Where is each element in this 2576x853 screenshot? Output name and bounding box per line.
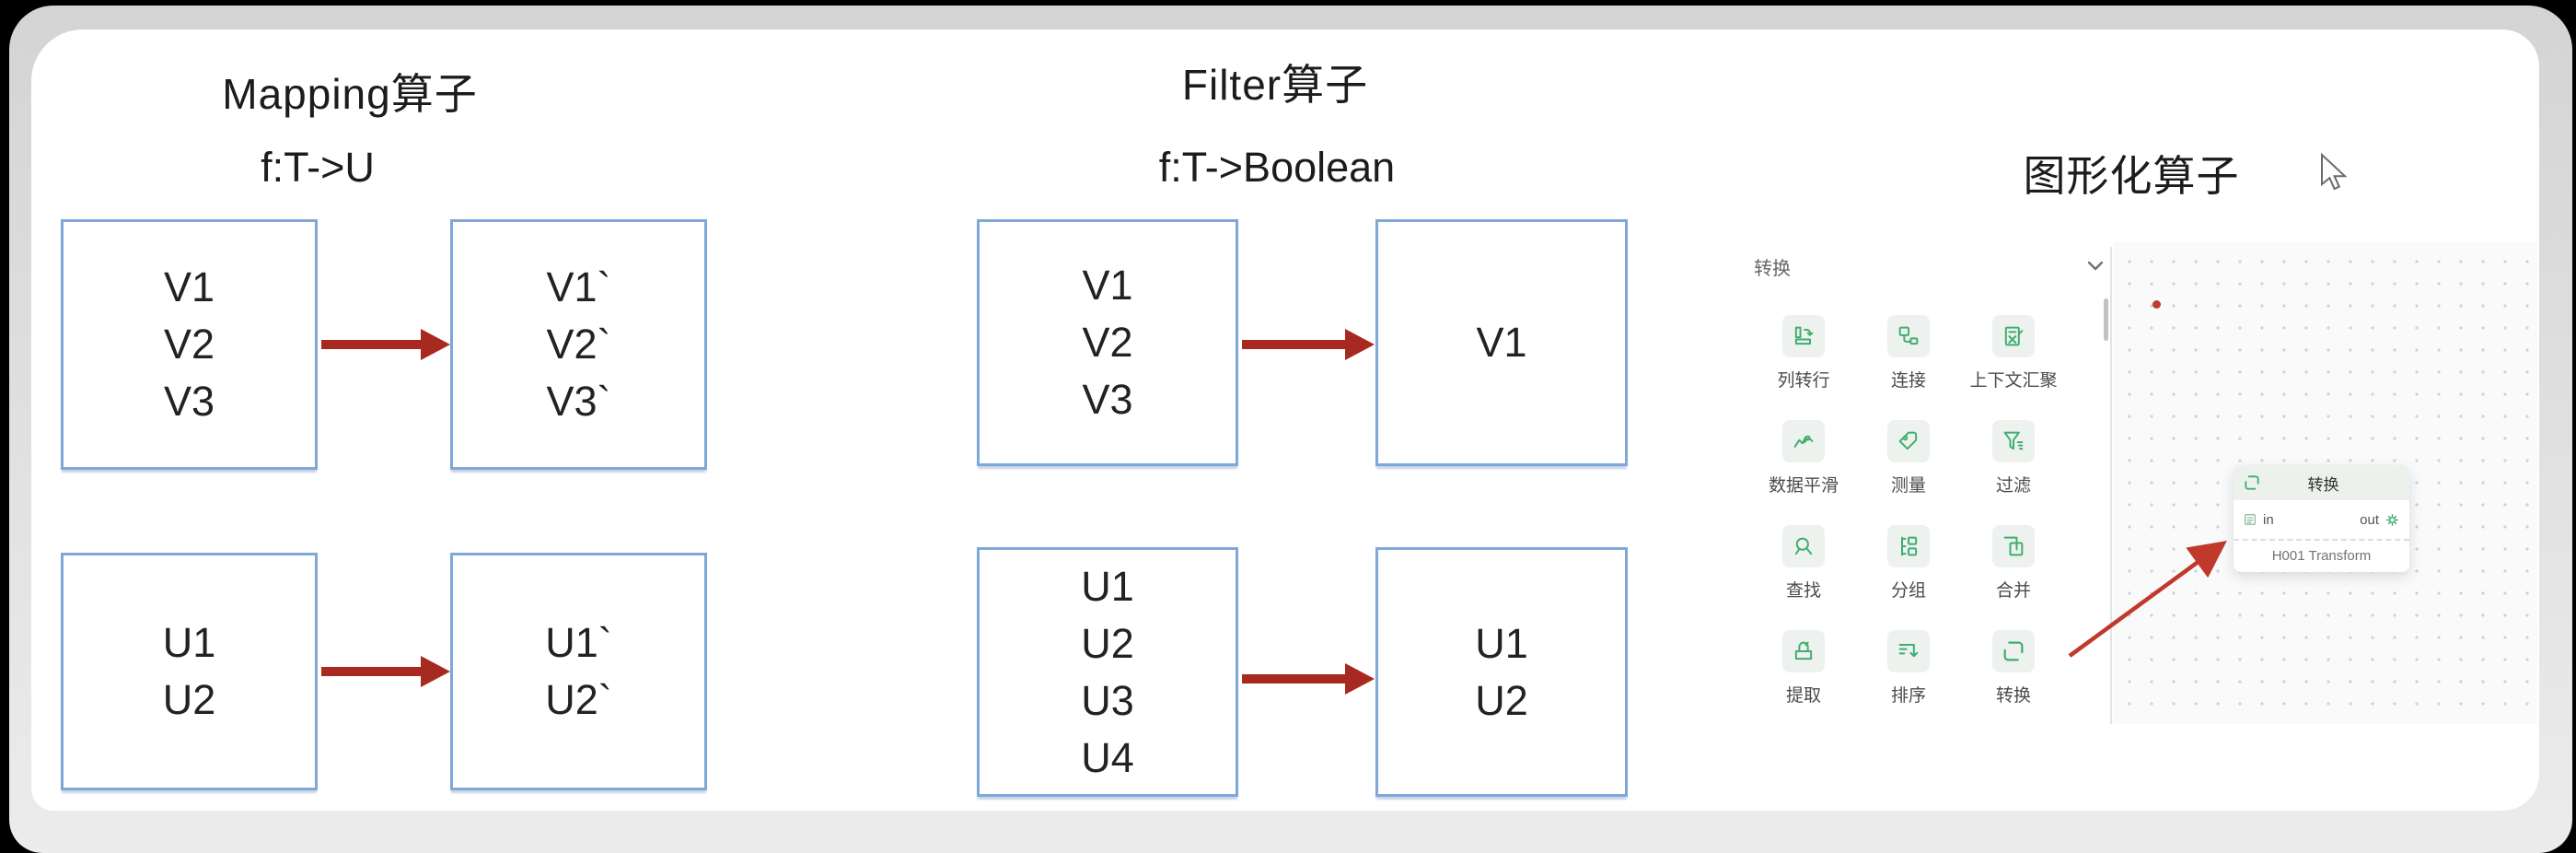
sort-icon [1898,644,1919,658]
palette-item-measure[interactable]: 测量 [1887,420,1930,496]
box-line: V2` [546,321,611,368]
canvas-red-dot [2152,300,2161,309]
mapping-source-box-1: V1 V2 V3 [61,219,318,470]
filter-arrow-2 [1242,663,1376,695]
box-line: V3 [1082,376,1133,423]
lookup-icon [1794,537,1813,555]
measure-icon [1898,431,1918,450]
filter-icon [2003,431,2024,450]
box-line: U4 [1081,733,1134,781]
box-line: U2` [545,676,612,723]
chevron-down-icon[interactable] [2085,259,2106,274]
palette-item-column-to-row[interactable]: 列转行 [1777,315,1830,391]
box-line: U1 [1475,619,1528,667]
box-line: V3` [546,378,611,425]
input-port-label: in [2263,511,2274,528]
palette-item-data-smoothing[interactable]: 数据平滑 [1769,420,1839,496]
mapping-arrow-1 [321,329,450,360]
filter-section-title: Filter算子 [1181,61,1369,109]
box-line: U2 [1475,676,1528,724]
box-line: V1 [163,263,215,310]
palette-item-group[interactable]: 分组 [1887,525,1930,601]
transform-icon [2245,475,2259,490]
box-line: V1` [546,263,611,310]
palette-item-sort[interactable]: 排序 [1887,630,1930,706]
output-port-gear-icon[interactable] [2385,512,2400,528]
filter-source-box-2: U1 U2 U3 U4 [977,547,1238,797]
panel-divider [2110,247,2112,724]
palette-item-extract[interactable]: 提取 [1782,630,1825,706]
filter-target-box-2: U1 U2 [1375,547,1628,797]
canvas-pointer-arrow [2068,541,2227,658]
mapping-source-box-2: U1 U2 [61,553,318,790]
box-line: V3 [163,378,215,425]
context-aggregate-icon [2004,326,2024,346]
palette-scrollbar-thumb[interactable] [2104,298,2108,341]
node-caption: H001 Transform [2234,539,2409,571]
group-icon [1901,536,1918,556]
box-line: U1 [162,619,216,666]
input-port-icon[interactable] [2243,512,2257,527]
operator-palette: 列转行 连接 上下文汇聚 数据平滑 [1769,315,2058,706]
mapping-signature: f:T->U [261,144,375,191]
palette-item-filter[interactable]: 过滤 [1992,420,2035,496]
palette-category-dropdown[interactable]: 转换 [1754,251,2106,282]
palette-category-label: 转换 [1754,258,1791,279]
box-line: V1 [1082,262,1133,309]
mapping-target-box-1: V1` V2` V3` [450,219,707,470]
box-line: U2 [162,676,216,723]
merge-icon [2003,536,2024,556]
graphical-section-title: 图形化算子 [2023,152,2240,200]
mapping-target-box-2: U1` U2` [450,553,707,790]
palette-item-lookup[interactable]: 查找 [1782,525,1825,601]
mouse-cursor-icon [2321,153,2348,191]
column-to-row-icon [1794,326,1814,345]
palette-item-transform[interactable]: 转换 [1992,630,2035,706]
join-icon [1898,326,1919,345]
transform-icon [2003,641,2024,661]
box-line: U2 [1081,619,1134,667]
filter-arrow-1 [1242,329,1376,360]
node-ports-row: in out [2234,500,2409,539]
palette-item-context-aggregate[interactable]: 上下文汇聚 [1969,315,2058,391]
output-port-label: out [2360,511,2379,528]
canvas-node-transform[interactable]: 转换 in out H001 Transform [2234,465,2409,572]
data-smoothing-icon [1793,435,1814,448]
filter-source-box-1: V1 V2 V3 [977,219,1238,466]
flow-canvas[interactable] [2113,241,2537,724]
palette-item-merge[interactable]: 合并 [1992,525,2035,601]
mapping-arrow-2 [321,656,450,687]
box-line: U1 [1081,562,1134,610]
node-title: 转换 [2307,475,2339,494]
filter-target-box-1: V1 [1375,219,1628,466]
box-line: U3 [1081,676,1134,724]
node-header: 转换 [2234,465,2409,500]
box-line: V2 [1082,319,1133,366]
box-line: V1 [1476,319,1527,366]
mapping-section-title: Mapping算子 [222,70,478,118]
extract-icon [1794,641,1813,660]
palette-item-join[interactable]: 连接 [1887,315,1930,391]
filter-signature: f:T->Boolean [1158,144,1396,191]
box-line: V2 [163,321,215,368]
box-line: U1` [545,619,612,666]
